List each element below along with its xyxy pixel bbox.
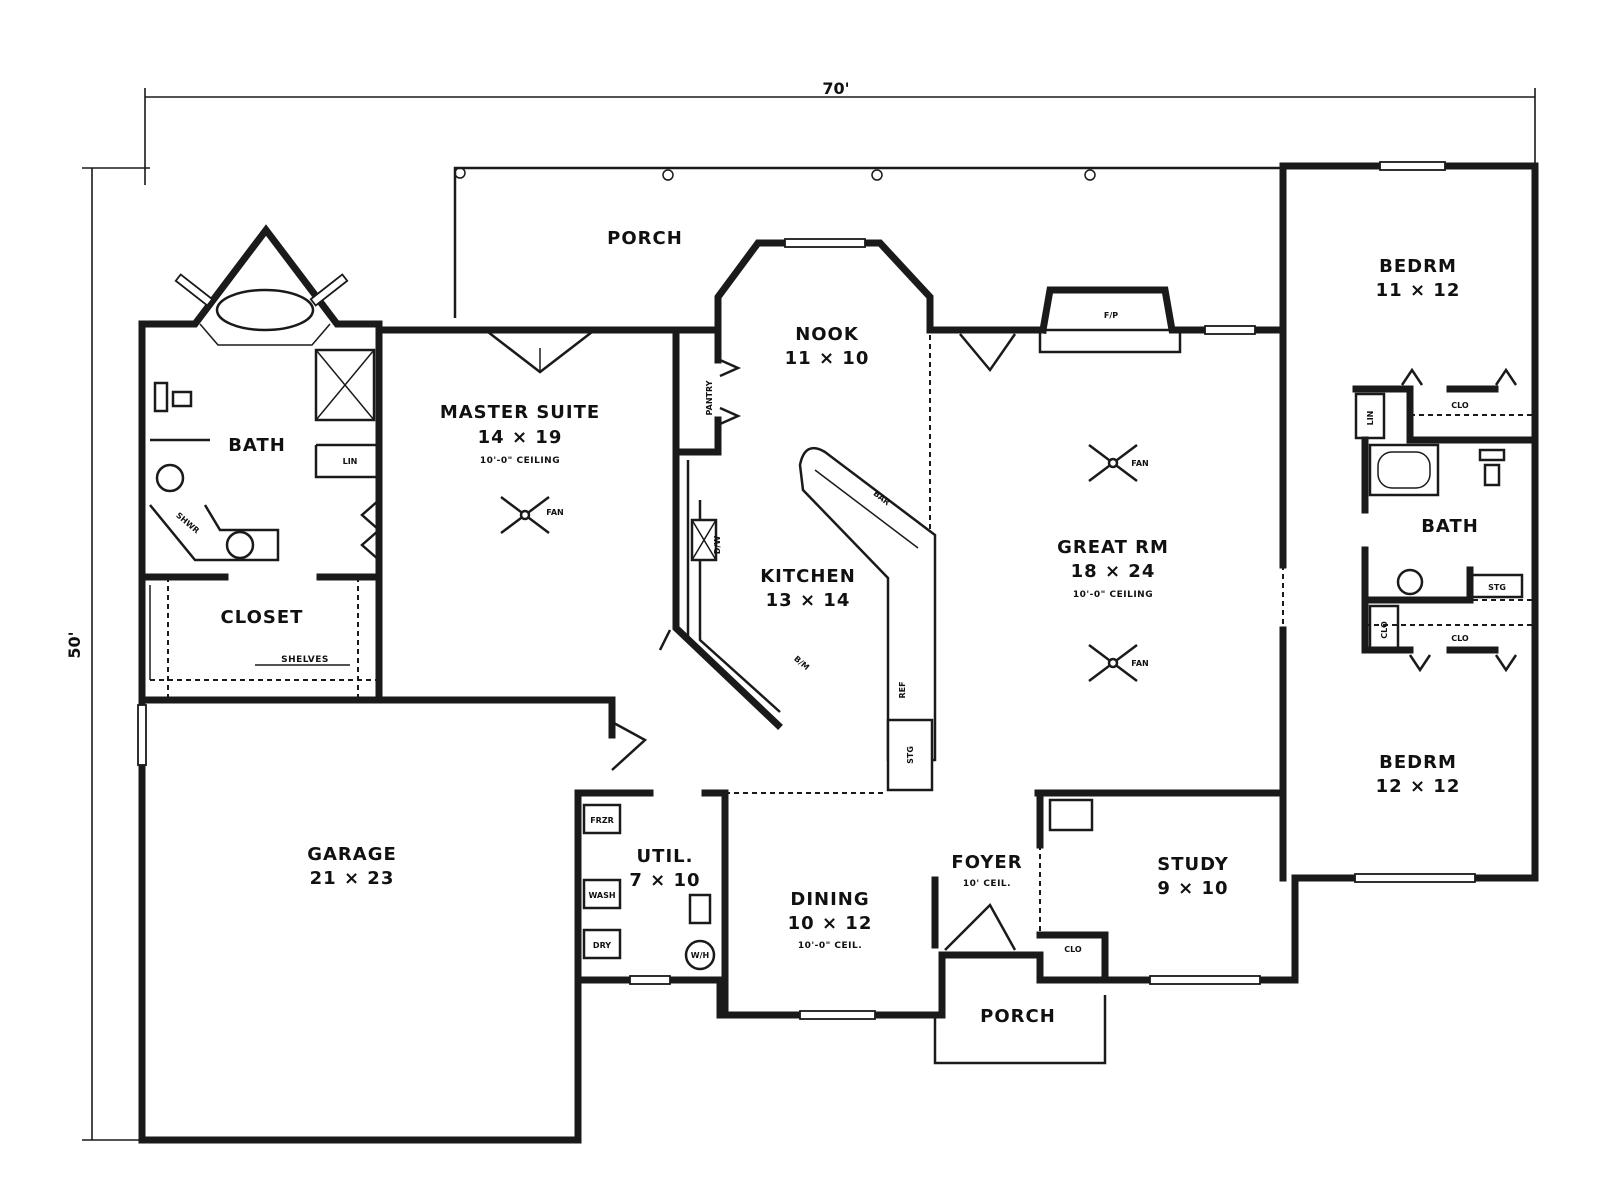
fireplace-label: F/P bbox=[1104, 311, 1118, 320]
fan-icon bbox=[500, 496, 550, 534]
depth-dimension: 50' bbox=[65, 631, 84, 658]
doors bbox=[360, 331, 1518, 951]
fan-label: FAN bbox=[546, 508, 563, 517]
freezer-label: FRZR bbox=[590, 816, 614, 825]
closet-label-2: CLO bbox=[1451, 634, 1469, 643]
master-suite-label: MASTER SUITE bbox=[440, 402, 600, 423]
master-bath-label: BATH bbox=[228, 435, 286, 456]
fan-icon bbox=[1088, 644, 1138, 682]
fan-label: FAN bbox=[1131, 459, 1148, 468]
fan-label: FAN bbox=[1131, 659, 1148, 668]
linen-label-3: CLO bbox=[1380, 621, 1389, 639]
kitchen-label: KITCHEN bbox=[760, 566, 856, 587]
foyer-ceiling: 10' CEIL. bbox=[963, 879, 1011, 889]
great-room-ceiling: 10'-0" CEILING bbox=[1073, 590, 1153, 600]
fan-icon bbox=[1088, 444, 1138, 482]
front-porch-label: PORCH bbox=[980, 1006, 1056, 1027]
utility-size: 7 × 10 bbox=[629, 870, 700, 891]
dryer-label: DRY bbox=[593, 941, 611, 950]
pantry-label: PANTRY bbox=[705, 380, 714, 415]
fixtures bbox=[149, 288, 1524, 971]
nook-size: 11 × 10 bbox=[785, 348, 870, 369]
garage-label: GARAGE bbox=[307, 844, 397, 865]
windows bbox=[137, 161, 1476, 1020]
front-porch-outline bbox=[933, 995, 1107, 1065]
great-room-size: 18 × 24 bbox=[1071, 561, 1156, 582]
refrigerator-label: REF bbox=[898, 681, 907, 698]
rear-porch-label: PORCH bbox=[607, 228, 683, 249]
storage-label-2: STG bbox=[906, 746, 915, 764]
study-size: 9 × 10 bbox=[1157, 878, 1228, 899]
kitchen-size: 13 × 14 bbox=[766, 590, 851, 611]
master-suite-size: 14 × 19 bbox=[478, 427, 563, 448]
closet-shelves-label: SHELVES bbox=[281, 655, 329, 665]
nook-label: NOOK bbox=[795, 324, 859, 345]
interior-walls bbox=[138, 162, 1539, 1019]
bath-2-label: BATH bbox=[1421, 516, 1479, 537]
water-heater-label: W/H bbox=[691, 951, 709, 960]
bedroom-1-size: 11 × 12 bbox=[1376, 280, 1461, 301]
closet-label: CLOSET bbox=[221, 607, 304, 628]
foyer-label: FOYER bbox=[951, 852, 1022, 873]
study-closet-label: CLO bbox=[1064, 945, 1082, 954]
great-room-label: GREAT RM bbox=[1057, 537, 1169, 558]
built-in-label: B/M bbox=[792, 654, 811, 672]
rear-porch-outline bbox=[453, 166, 1283, 318]
ceiling-fans bbox=[500, 444, 1138, 682]
closet-label-1: CLO bbox=[1451, 401, 1469, 410]
utility-label: UTIL. bbox=[637, 846, 694, 867]
exterior-walls bbox=[138, 162, 1539, 1144]
dining-size: 10 × 12 bbox=[788, 913, 873, 934]
bedroom-1-label: BEDRM bbox=[1379, 256, 1457, 277]
bedroom-2-label: BEDRM bbox=[1379, 752, 1457, 773]
linen-label: LIN bbox=[343, 457, 358, 466]
linen-label-2: LIN bbox=[1366, 411, 1375, 426]
width-dimension: 70' bbox=[822, 79, 849, 98]
study-label: STUDY bbox=[1157, 854, 1229, 875]
washer-label: WASH bbox=[588, 891, 615, 900]
bedroom-2-size: 12 × 12 bbox=[1376, 776, 1461, 797]
master-suite-ceiling: 10'-0" CEILING bbox=[480, 456, 560, 466]
dining-ceiling: 10'-0" CEIL. bbox=[798, 941, 862, 951]
dining-label: DINING bbox=[790, 889, 869, 910]
garage-size: 21 × 23 bbox=[310, 868, 395, 889]
dishwasher-label: D/W bbox=[713, 536, 722, 555]
storage-label: STG bbox=[1488, 583, 1506, 592]
dimension-lines bbox=[82, 88, 1536, 1141]
shower-label: SHWR bbox=[174, 511, 201, 536]
